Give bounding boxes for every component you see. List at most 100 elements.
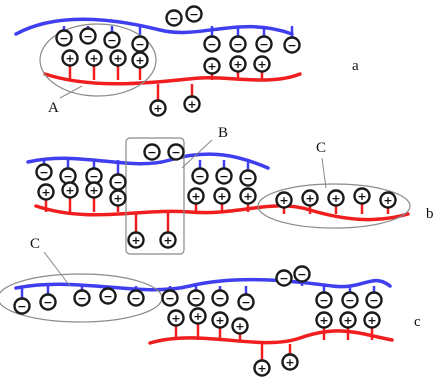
ion-ring [255, 35, 273, 53]
ion-sign: − [191, 292, 200, 305]
ion-sign: − [259, 38, 268, 51]
negative-ion-icon: − [215, 167, 233, 185]
callout-a-pointer [59, 85, 83, 99]
positive-ion-icon: + [167, 309, 185, 327]
ion-sign: + [163, 234, 172, 247]
ion-sign: + [191, 190, 200, 203]
ion-ring [37, 183, 55, 201]
ion-sign: + [131, 234, 140, 247]
negative-ion-icon: − [59, 167, 77, 185]
negative-ion-icon: − [237, 293, 255, 311]
ion-ring [131, 51, 149, 69]
ion-sign: − [107, 34, 116, 47]
negative-ion-icon: − [315, 291, 333, 309]
ion-sign: − [89, 170, 98, 183]
ion-ring [127, 231, 145, 249]
ion-ring [231, 317, 249, 335]
positive-ion-icon: + [363, 311, 381, 329]
ion-ring [109, 189, 127, 207]
negative-ion-icon: − [211, 289, 229, 307]
ion-sign: + [383, 194, 392, 207]
ion-sign: − [43, 296, 52, 309]
positive-ion-icon: + [239, 187, 257, 205]
region-c-outline-panel-b [257, 183, 411, 229]
callout-c-pointer-panel-b [321, 157, 327, 189]
positive-ion-icon: + [203, 57, 221, 75]
negative-ion-icon: − [103, 31, 121, 49]
ion-sign: − [83, 30, 92, 43]
ion-sign: + [113, 192, 122, 205]
negative-ion-icon: − [39, 293, 57, 311]
ion-ring [281, 353, 299, 371]
ion-sign: − [135, 38, 144, 51]
ion-sign: + [331, 192, 340, 205]
negative-ion-icon: − [127, 289, 145, 307]
ion-ring [301, 189, 319, 207]
negative-ion-icon: − [255, 35, 273, 53]
ion-ring [239, 169, 257, 187]
ion-ring [353, 187, 371, 205]
ion-ring [211, 311, 229, 329]
ion-ring [189, 307, 207, 325]
positive-ion-icon: + [315, 311, 333, 329]
ion-ring [315, 291, 333, 309]
ion-sign: − [195, 170, 204, 183]
ion-sign: + [279, 194, 288, 207]
ion-ring [187, 289, 205, 307]
ion-sign: − [131, 292, 140, 305]
positive-ion-icon: + [61, 49, 79, 67]
positive-ion-icon: + [353, 187, 371, 205]
ion-sign: + [193, 310, 202, 323]
ion-ring [165, 9, 183, 27]
ion-ring [35, 163, 53, 181]
ion-ring [185, 5, 203, 23]
ion-ring [183, 95, 201, 113]
ion-sign: − [345, 294, 354, 307]
ion-sign: − [369, 294, 378, 307]
negative-ion-icon: − [283, 36, 301, 54]
positive-ion-icon: + [85, 49, 103, 67]
ion-ring [191, 167, 209, 185]
ion-sign: − [103, 290, 112, 303]
ion-sign: + [343, 314, 352, 327]
panel-label-b: b [426, 206, 434, 222]
positive-ion-icon: + [231, 317, 249, 335]
ion-ring [39, 293, 57, 311]
positive-ion-icon: + [37, 183, 55, 201]
positive-ion-icon: + [131, 51, 149, 69]
positive-ion-icon: + [253, 55, 271, 73]
positive-ion-icon: + [85, 181, 103, 199]
ion-ring [237, 293, 255, 311]
ion-sign: − [287, 39, 296, 52]
negative-ion-icon: − [85, 167, 103, 185]
negative-ion-icon: − [365, 291, 383, 309]
negative-ion-icon: − [73, 289, 91, 307]
ion-sign: + [357, 190, 366, 203]
ion-sign: − [165, 292, 174, 305]
negative-ion-icon: − [165, 9, 183, 27]
positive-ion-icon: + [229, 55, 247, 73]
negative-ion-icon: − [341, 291, 359, 309]
ion-sign: − [63, 170, 72, 183]
ion-sign: + [187, 98, 196, 111]
ion-sign: + [113, 52, 122, 65]
ion-ring [127, 289, 145, 307]
ion-sign: + [217, 190, 226, 203]
ion-sign: + [243, 190, 252, 203]
negative-strand-1 [14, 17, 294, 36]
ion-ring [79, 27, 97, 45]
ion-sign: + [65, 52, 74, 65]
ion-sign: − [207, 38, 216, 51]
negative-ion-icon: − [109, 173, 127, 191]
ion-ring [327, 189, 345, 207]
ion-sign: − [219, 170, 228, 183]
ion-sign: − [233, 38, 242, 51]
negative-ion-icon: − [185, 5, 203, 23]
negative-ion-icon: − [293, 265, 311, 283]
ion-ring [61, 49, 79, 67]
ion-ring [143, 143, 161, 161]
ion-sign: − [189, 8, 198, 21]
positive-ion-icon: + [301, 189, 319, 207]
ion-sign: − [171, 146, 180, 159]
positive-ion-icon: + [149, 99, 167, 117]
